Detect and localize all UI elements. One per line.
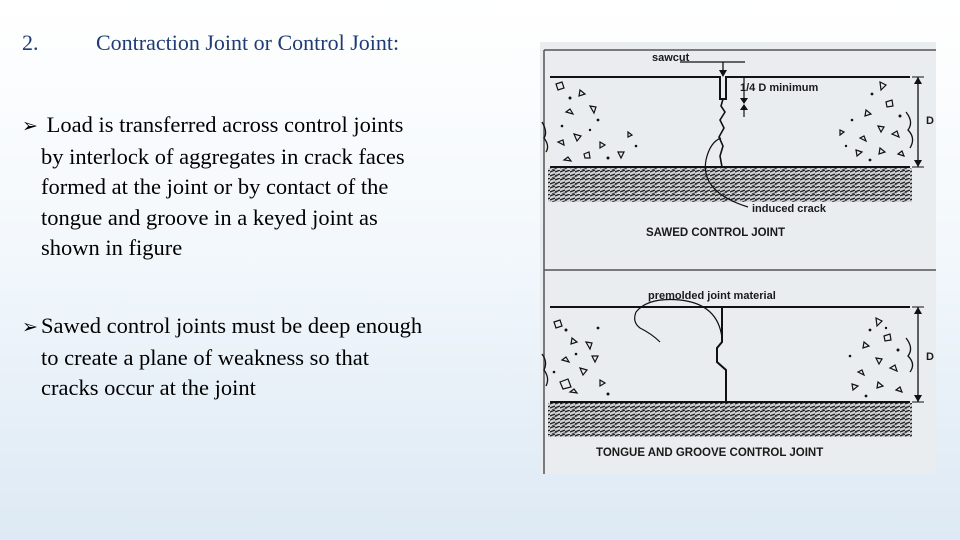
bullet-line: shown in figure <box>41 235 183 260</box>
sawed-joint-panel: sawcut 1/4 D minimum D induced crack SAW… <box>541 49 936 270</box>
sawcut-label: sawcut <box>652 52 690 64</box>
slide-title: 2. Contraction Joint or Control Joint: <box>22 30 399 56</box>
thickness-label-top: D <box>926 115 934 127</box>
aggregate-dots-left <box>560 96 638 160</box>
bullet-line: tongue and groove in a keyed joint as <box>41 204 378 230</box>
slab-surface <box>550 76 910 100</box>
bullet-text: Load is transferred across control joint… <box>46 112 404 137</box>
bullet-line: ➢Sawed control joints must be deep enoug… <box>22 311 510 343</box>
bullet-arrow-icon: ➢ <box>22 115 38 137</box>
thickness-label-bottom: D <box>926 351 934 363</box>
bullet-line: to create a plane of weakness so that <box>41 344 369 370</box>
aggregate-left <box>553 319 607 394</box>
bullet-line: by interlock of aggregates in crack face… <box>41 143 405 169</box>
tongue-groove-panel: premolded joint material D TONGUE AND GR… <box>541 269 936 474</box>
bullet-load-transfer: ➢ Load is transferred across control joi… <box>22 110 510 264</box>
aggregate-dots-left <box>552 326 610 396</box>
control-joint-figure: sawcut 1/4 D minimum D induced crack SAW… <box>540 42 936 474</box>
aggregate-right <box>839 80 906 158</box>
aggregate-right <box>851 316 904 393</box>
material-leader <box>635 298 723 339</box>
keyed-joint <box>716 307 727 402</box>
aggregate-dots-right <box>848 326 900 398</box>
sawed-joint-caption: SAWED CONTROL JOINT <box>646 227 785 239</box>
tongue-groove-caption: TONGUE AND GROOVE CONTROL JOINT <box>596 447 823 459</box>
induced-crack <box>718 98 726 168</box>
aggregate-dots-right <box>844 92 902 162</box>
subbase-layer <box>548 403 912 437</box>
premolded-material-label: premolded joint material <box>648 290 776 302</box>
bullet-arrow-icon: ➢ <box>22 316 38 338</box>
title-number: 2. <box>22 30 39 55</box>
bullet-text: Sawed control joints must be deep enough <box>41 313 423 338</box>
aggregate-left <box>555 81 634 162</box>
title-text: Contraction Joint or Control Joint: <box>96 30 400 55</box>
crack-leader <box>704 137 749 208</box>
subbase-layer <box>548 168 912 202</box>
bullet-sawed-joints: ➢Sawed control joints must be deep enoug… <box>22 311 510 404</box>
bullet-line: formed at the joint or by contact of the <box>41 174 389 199</box>
depth-label: 1/4 D minimum <box>740 82 818 94</box>
induced-crack-label: induced crack <box>752 203 827 215</box>
bullet-line: cracks occur at the joint <box>41 375 256 400</box>
joint-diagram: sawcut 1/4 D minimum D induced crack SAW… <box>541 49 936 474</box>
bullet-line: ➢ Load is transferred across control joi… <box>22 110 510 142</box>
